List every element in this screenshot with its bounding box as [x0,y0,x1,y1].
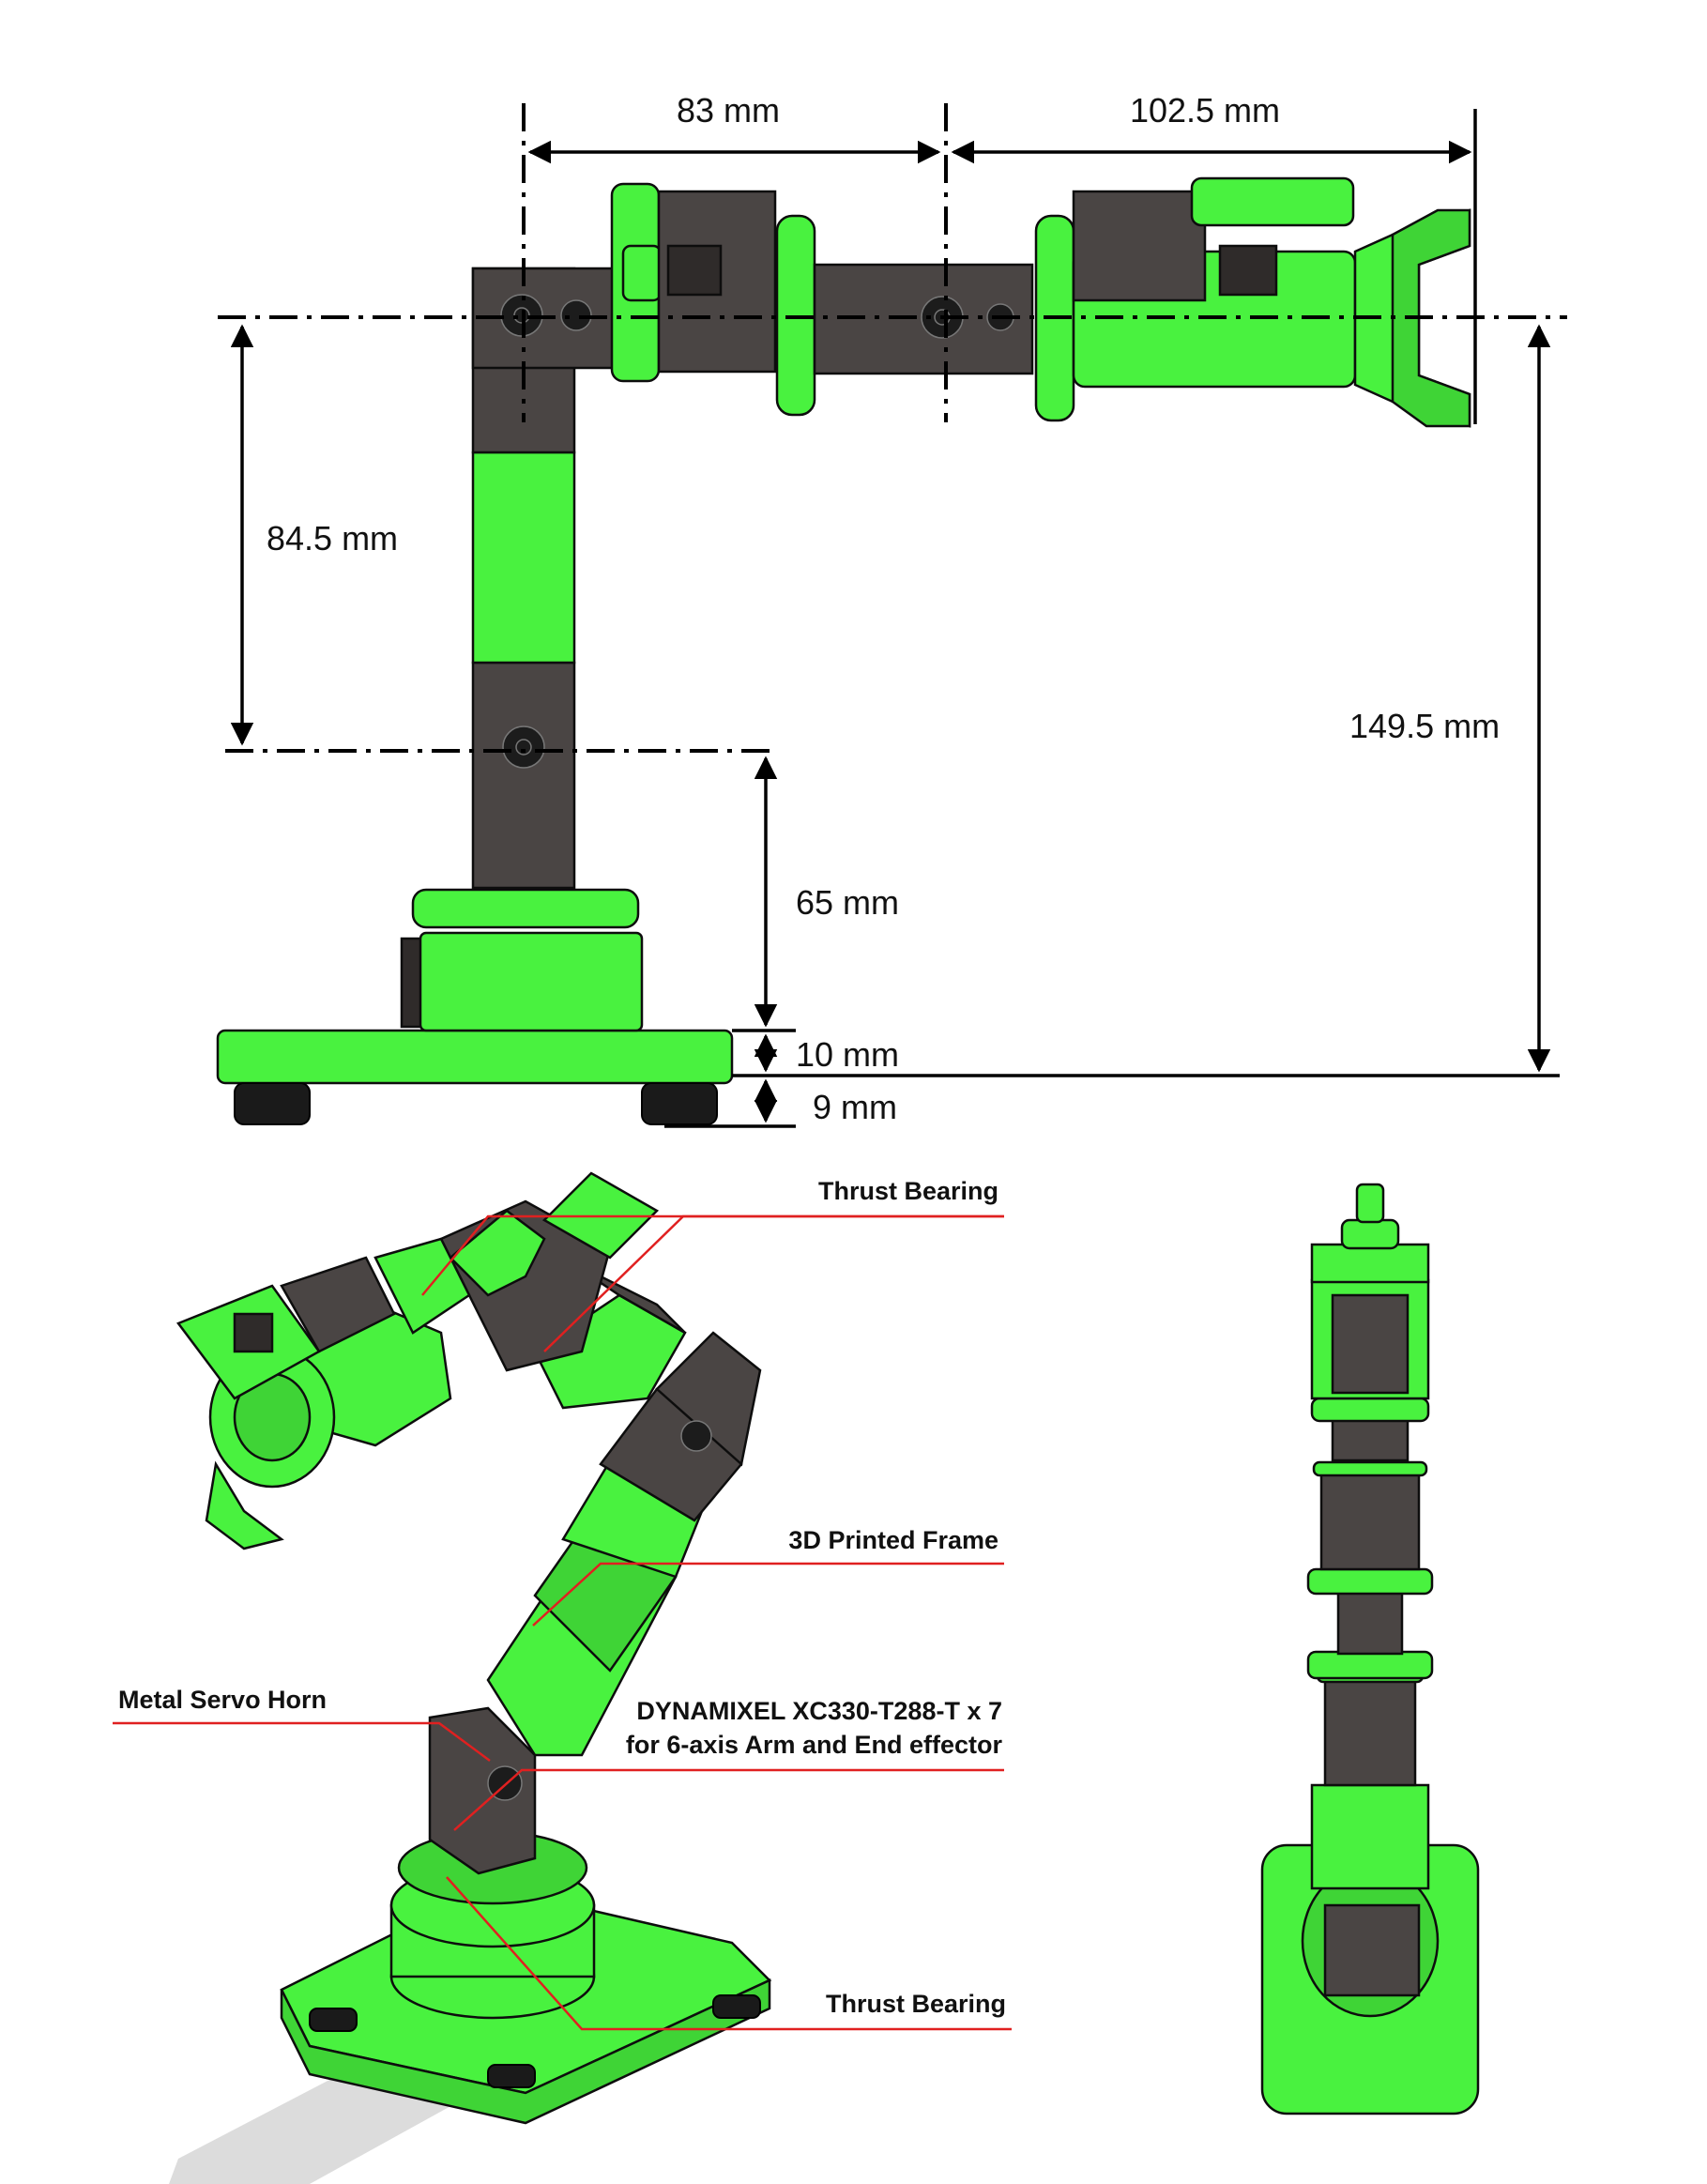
top-view [1260,1183,1480,2115]
dim-label-10: 10 mm [796,1035,899,1074]
callout-thrust-bearing-top: Thrust Bearing [818,1177,998,1205]
dim-label-65: 65 mm [796,883,899,922]
callout-servo-usage: for 6-axis Arm and End effector [626,1731,1003,1759]
side-view: 83 mm 102.5 mm 84.5 mm 149.5 mm 65 mm 10… [216,91,1567,1128]
callout-3d-printed-frame: 3D Printed Frame [788,1526,998,1554]
dim-label-149-5: 149.5 mm [1349,707,1500,745]
dim-label-102-5: 102.5 mm [1130,91,1280,130]
callout-servo-model: DYNAMIXEL XC330-T288-T x 7 [636,1697,1002,1725]
isometric-view [169,1171,772,2184]
callout-thrust-bearing-bottom: Thrust Bearing [826,1990,1006,2018]
dim-label-84-5: 84.5 mm [267,519,398,557]
dim-label-83: 83 mm [677,91,780,130]
dim-label-9: 9 mm [813,1088,897,1126]
callout-leaders [113,1214,1012,2031]
callout-metal-servo-horn: Metal Servo Horn [118,1686,327,1714]
